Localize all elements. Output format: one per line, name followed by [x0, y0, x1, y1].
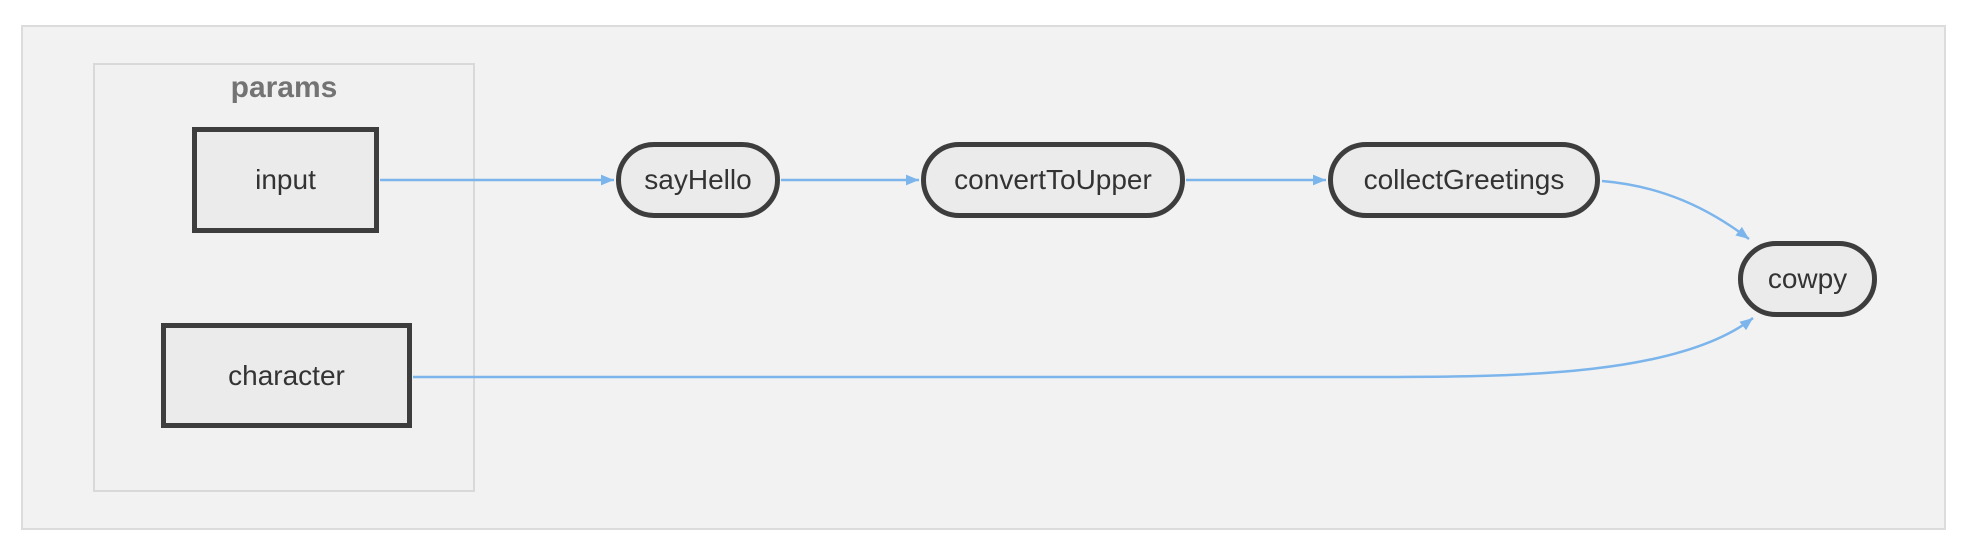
node-input[interactable]: input	[192, 127, 379, 233]
node-character[interactable]: character	[161, 323, 412, 428]
node-converttoupper-label: convertToUpper	[954, 164, 1152, 195]
node-converttoupper[interactable]: convertToUpper	[921, 142, 1185, 218]
params-group-label: params	[230, 71, 338, 104]
node-cowpy[interactable]: cowpy	[1738, 241, 1877, 317]
node-sayhello[interactable]: sayHello	[616, 142, 780, 218]
node-cowpy-label: cowpy	[1767, 263, 1848, 294]
node-collectgreetings[interactable]: collectGreetings	[1328, 142, 1600, 218]
node-sayhello-label: sayHello	[644, 164, 752, 195]
node-character-label: character	[228, 359, 345, 391]
node-collectgreetings-label: collectGreetings	[1363, 164, 1565, 195]
node-input-label: input	[255, 164, 316, 195]
